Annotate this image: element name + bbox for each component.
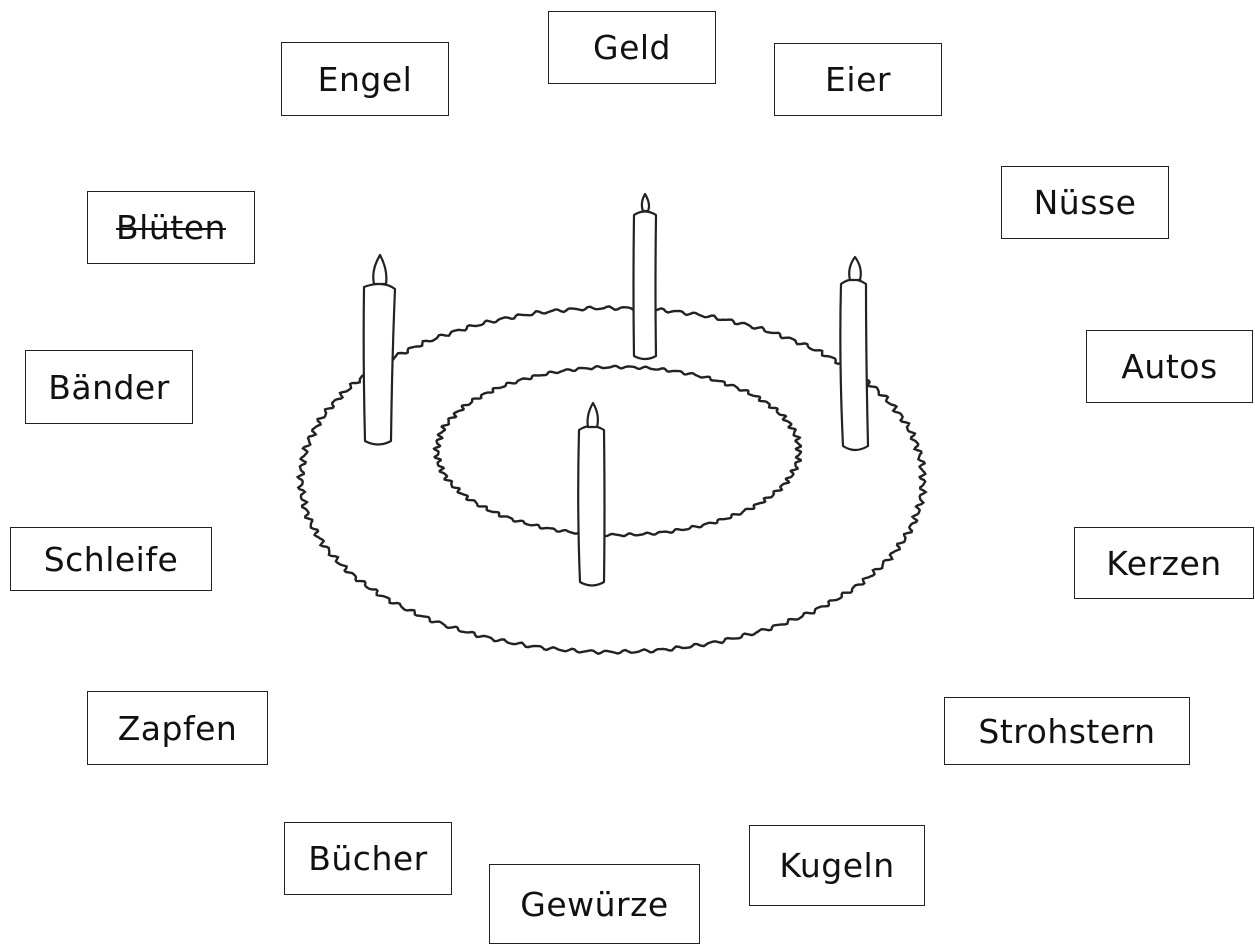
candle-right (839, 255, 870, 452)
word-label: Gewürze (520, 884, 669, 924)
word-card-schleife[interactable]: Schleife (10, 527, 212, 591)
wreath-inner-edge (432, 364, 803, 538)
word-card-baender[interactable]: Bänder (25, 350, 193, 424)
word-card-nuesse[interactable]: Nüsse (1001, 166, 1169, 239)
word-label: Geld (593, 28, 671, 67)
word-card-gewuerze[interactable]: Gewürze (489, 864, 700, 944)
word-card-autos[interactable]: Autos (1086, 330, 1253, 403)
word-label: Autos (1121, 347, 1218, 386)
word-card-eier[interactable]: Eier (774, 43, 942, 116)
word-card-strohstern[interactable]: Strohstern (944, 697, 1190, 765)
word-label: Zapfen (117, 708, 238, 748)
word-label: Eier (825, 60, 891, 99)
word-label: Bücher (308, 839, 428, 878)
candle-left (362, 253, 397, 446)
candle-front (577, 401, 606, 587)
word-label: Kerzen (1106, 543, 1222, 583)
word-label: Schleife (43, 539, 179, 579)
word-label: Bänder (48, 367, 170, 407)
word-card-zapfen[interactable]: Zapfen (87, 691, 268, 765)
candle-back (632, 192, 658, 361)
word-label: Strohstern (978, 711, 1156, 751)
word-label-struck: Blüten (116, 208, 226, 247)
word-card-kugeln[interactable]: Kugeln (749, 825, 925, 906)
word-label: Engel (317, 59, 413, 99)
word-label: Kugeln (779, 846, 895, 885)
wreath-outer-edge (295, 305, 928, 656)
word-card-engel[interactable]: Engel (281, 42, 449, 116)
word-card-geld[interactable]: Geld (548, 11, 716, 84)
word-label: Nüsse (1033, 183, 1137, 222)
word-card-buecher[interactable]: Bücher (284, 822, 452, 895)
word-card-blueten[interactable]: Blüten (87, 191, 255, 264)
word-card-kerzen[interactable]: Kerzen (1074, 527, 1254, 599)
